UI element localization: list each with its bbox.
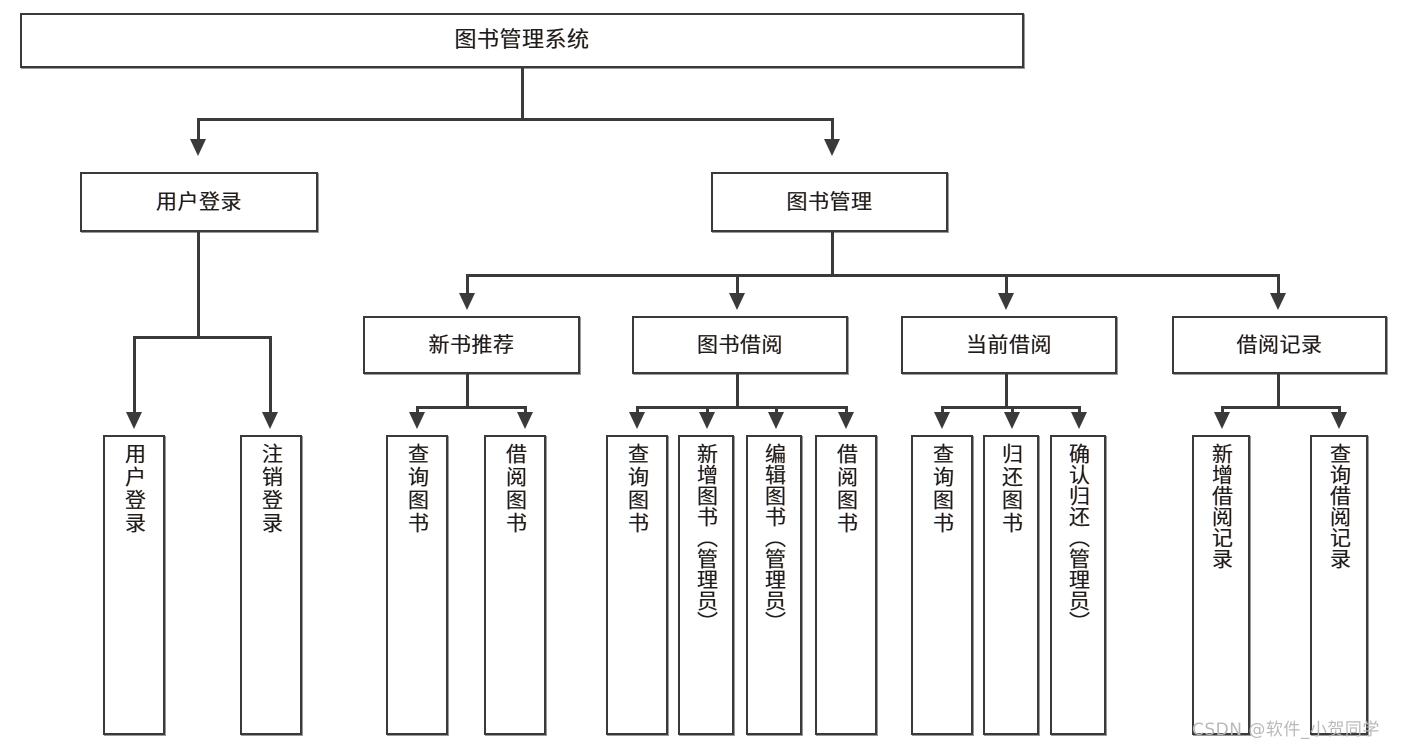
arrowhead-to-leaf-confirm-return	[1071, 412, 1087, 429]
connector-root-drop-2	[831, 118, 834, 143]
node-label: 编辑图书（管理员）	[762, 443, 787, 632]
node-current-borrow[interactable]: 当前借阅	[901, 316, 1117, 374]
leaf-logout[interactable]: 注销登录	[240, 435, 302, 735]
connector-book-manage-drop-2	[736, 274, 739, 297]
leaf-add-book-admin[interactable]: 新增图书（管理员）	[678, 435, 734, 735]
arrowhead-to-book-borrow	[729, 293, 745, 310]
leaf-query-book-recommend[interactable]: 查询图书	[386, 435, 448, 735]
connector-new-book-bar	[416, 406, 527, 409]
leaf-return-book[interactable]: 归还图书	[983, 435, 1039, 735]
node-label: 当前借阅	[966, 332, 1052, 357]
arrowhead-to-current-borrow	[998, 293, 1014, 310]
arrowhead-to-new-book-recommend	[459, 293, 475, 310]
node-label: 图书管理	[786, 189, 873, 214]
leaf-user-login[interactable]: 用户登录	[103, 435, 165, 735]
connector-current-borrow-stem	[1005, 374, 1008, 406]
connector-borrow-record-stem	[1277, 374, 1280, 406]
connector-book-borrow-drop-4	[845, 406, 848, 416]
node-root-system[interactable]: 图书管理系统	[20, 13, 1024, 68]
node-user-login[interactable]: 用户登录	[80, 172, 318, 232]
leaf-confirm-return-admin[interactable]: 确认归还（管理员）	[1050, 435, 1106, 735]
leaf-borrow-book-recommend[interactable]: 借阅图书	[484, 435, 546, 735]
arrowhead-to-leaf-logout	[262, 412, 278, 429]
connector-book-manage-bar	[466, 274, 1280, 277]
connector-book-borrow-bar	[636, 406, 848, 409]
node-label: 归还图书	[999, 443, 1024, 535]
node-book-borrow[interactable]: 图书借阅	[632, 316, 848, 374]
connector-user-login-stem	[197, 232, 200, 336]
connector-user-login-bar	[133, 336, 272, 339]
arrowhead-to-leaf-user-login	[126, 412, 142, 429]
connector-root-drop-1	[197, 118, 200, 143]
leaf-query-book-current[interactable]: 查询图书	[911, 435, 973, 735]
connector-book-borrow-stem	[736, 374, 739, 406]
node-label: 查询借阅记录	[1327, 443, 1352, 569]
node-label: 查询图书	[405, 443, 430, 535]
arrowhead-to-leaf-return-book	[1004, 412, 1020, 429]
leaf-add-borrow-record[interactable]: 新增借阅记录	[1192, 435, 1250, 735]
leaf-query-borrow-record[interactable]: 查询借阅记录	[1310, 435, 1368, 735]
connector-book-manage-drop-4	[1277, 274, 1280, 297]
node-label: 新增借阅记录	[1209, 443, 1234, 569]
arrowhead-to-leaf-query-record	[1331, 412, 1347, 429]
node-book-management[interactable]: 图书管理	[711, 172, 948, 232]
arrowhead-to-leaf-edit-book	[768, 412, 784, 429]
node-new-book-recommend[interactable]: 新书推荐	[363, 316, 580, 374]
connector-user-login-drop-2	[269, 336, 272, 416]
arrowhead-to-leaf-query-book-2	[629, 412, 645, 429]
connector-root-stem	[521, 68, 524, 118]
node-label: 新增图书（管理员）	[694, 443, 719, 632]
node-label: 借阅记录	[1236, 332, 1323, 357]
node-label: 注销登录	[259, 443, 284, 535]
connector-book-borrow-drop-3	[775, 406, 778, 416]
node-label: 用户登录	[122, 443, 147, 535]
connector-borrow-record-bar	[1221, 406, 1341, 409]
node-label: 借阅图书	[503, 443, 528, 535]
node-label: 图书管理系统	[454, 27, 590, 53]
node-label: 查询图书	[625, 443, 650, 535]
connector-book-borrow-drop-1	[636, 406, 639, 416]
connector-book-manage-drop-1	[466, 274, 469, 297]
leaf-query-book-borrow[interactable]: 查询图书	[606, 435, 668, 735]
connector-user-login-drop-1	[133, 336, 136, 416]
arrowhead-to-leaf-add-record	[1214, 412, 1230, 429]
node-label: 新书推荐	[428, 332, 515, 357]
connector-current-borrow-drop-2	[1011, 406, 1014, 416]
node-label: 查询图书	[930, 443, 955, 535]
arrowhead-to-borrow-record	[1270, 293, 1286, 310]
node-label: 借阅图书	[834, 443, 859, 535]
arrowhead-to-leaf-borrow-book-2	[838, 412, 854, 429]
node-borrow-record[interactable]: 借阅记录	[1172, 316, 1387, 374]
connector-book-borrow-drop-2	[706, 406, 709, 416]
arrowhead-root-to-user-login	[190, 139, 206, 156]
connector-book-manage-stem	[831, 232, 834, 274]
connector-current-borrow-drop-3	[1078, 406, 1081, 416]
arrowhead-to-leaf-query-book-3	[934, 412, 950, 429]
leaf-borrow-book[interactable]: 借阅图书	[815, 435, 877, 735]
node-label: 用户登录	[156, 189, 242, 214]
arrowhead-root-to-book-manage	[824, 139, 840, 156]
arrowhead-to-leaf-add-book	[699, 412, 715, 429]
arrowhead-to-leaf-query-book-1	[409, 412, 425, 429]
node-label: 确认归还（管理员）	[1066, 443, 1091, 632]
connector-borrow-record-drop-1	[1221, 406, 1224, 416]
connector-root-bar	[197, 118, 834, 121]
leaf-edit-book-admin[interactable]: 编辑图书（管理员）	[746, 435, 802, 735]
connector-borrow-record-drop-2	[1338, 406, 1341, 416]
connector-book-manage-drop-3	[1005, 274, 1008, 297]
connector-new-book-drop-2	[524, 406, 527, 416]
connector-current-borrow-drop-1	[941, 406, 944, 416]
node-label: 图书借阅	[697, 332, 783, 357]
connector-new-book-drop-1	[416, 406, 419, 416]
connector-new-book-stem	[466, 374, 469, 406]
arrowhead-to-leaf-borrow-book-1	[517, 412, 533, 429]
